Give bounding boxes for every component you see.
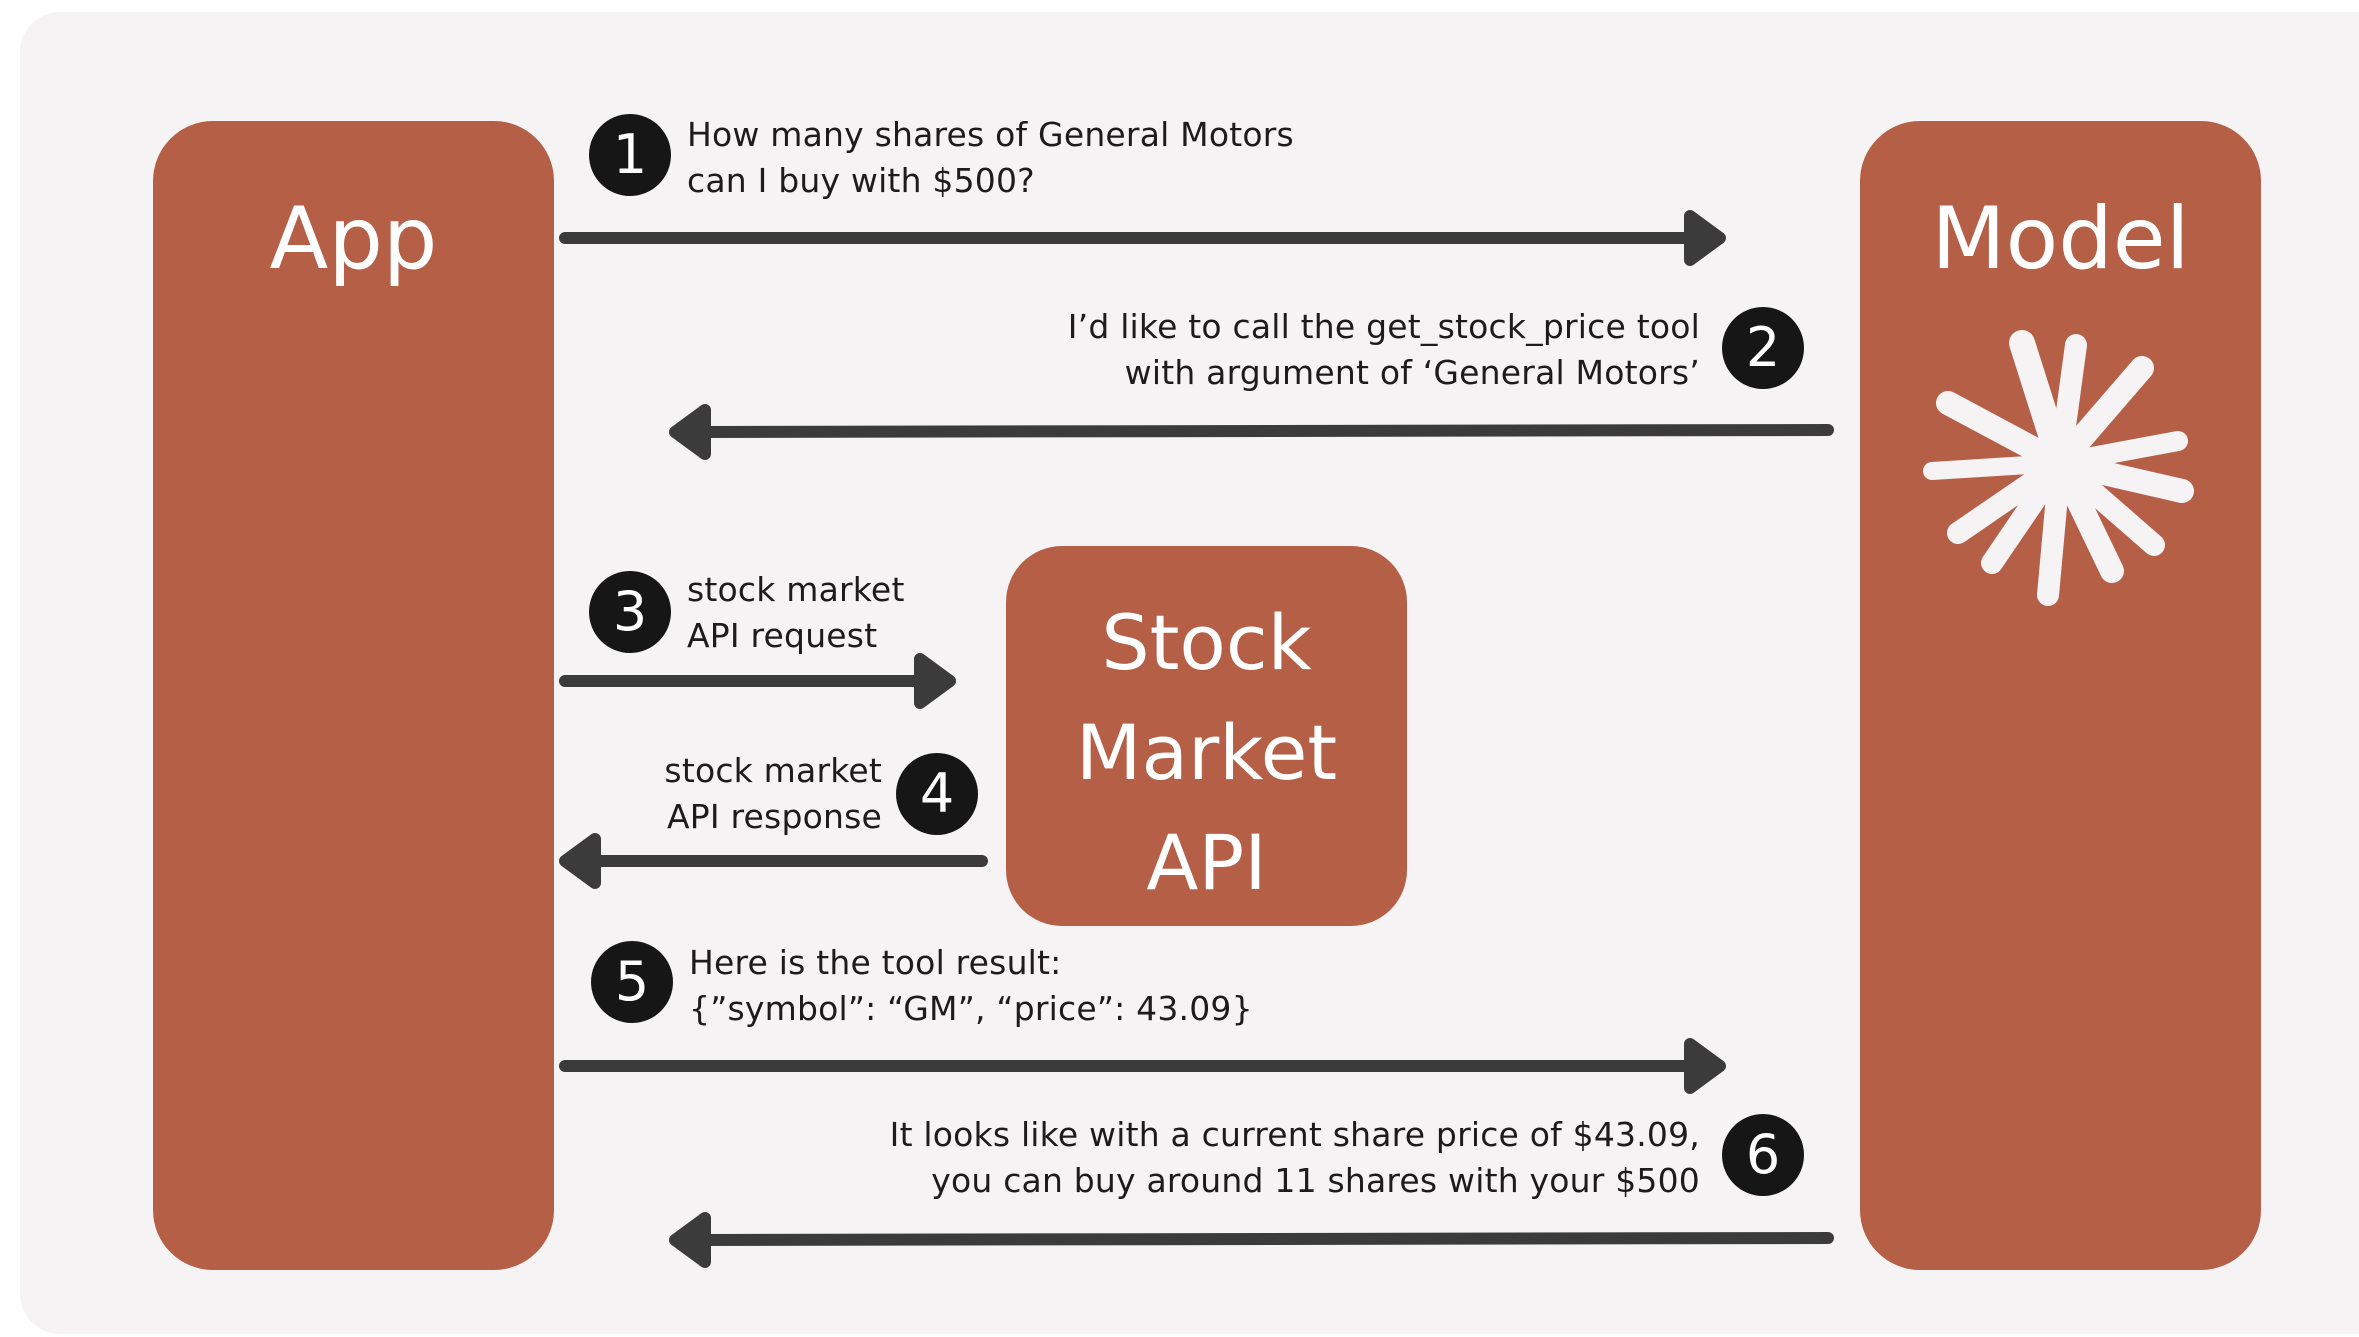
step-label-4: stock market API response xyxy=(664,751,882,836)
stock-market-api-box: Stock Market API xyxy=(1006,546,1407,926)
step-label-3: stock market API request xyxy=(687,570,905,655)
step-label-6: It looks like with a current share price… xyxy=(889,1115,1700,1200)
step-badge-2: 2 xyxy=(1722,307,1804,389)
arrowhead-step-5 xyxy=(1684,1038,1726,1094)
arrowhead-step-6 xyxy=(669,1212,711,1268)
step-badge-4: 4 xyxy=(896,753,978,835)
arrowhead-step-2 xyxy=(669,404,711,460)
sparkle-icon xyxy=(1923,330,2194,606)
arrowhead-step-4 xyxy=(559,833,601,889)
step-badge-5: 5 xyxy=(591,941,673,1023)
model-title: Model xyxy=(1931,189,2190,289)
step-badge-6: 6 xyxy=(1722,1114,1804,1196)
step-label-5: Here is the tool result: {”symbol”: “GM”… xyxy=(689,943,1253,1028)
app-title: App xyxy=(269,189,438,289)
step-badge-1: 1 xyxy=(589,114,671,196)
step-badge-3: 3 xyxy=(589,571,671,653)
arrow-step-6 xyxy=(689,1232,1834,1246)
api-title: Stock Market API xyxy=(1075,598,1338,907)
arrowhead-step-1 xyxy=(1684,210,1726,266)
arrow-step-2 xyxy=(689,424,1834,438)
arrowhead-step-3 xyxy=(914,653,956,709)
model-box: Model xyxy=(1860,121,2261,1270)
app-box: App xyxy=(153,121,554,1270)
step-label-2: I’d like to call the get_stock_price too… xyxy=(1067,307,1700,392)
step-label-1: How many shares of General Motors can I … xyxy=(687,115,1294,200)
